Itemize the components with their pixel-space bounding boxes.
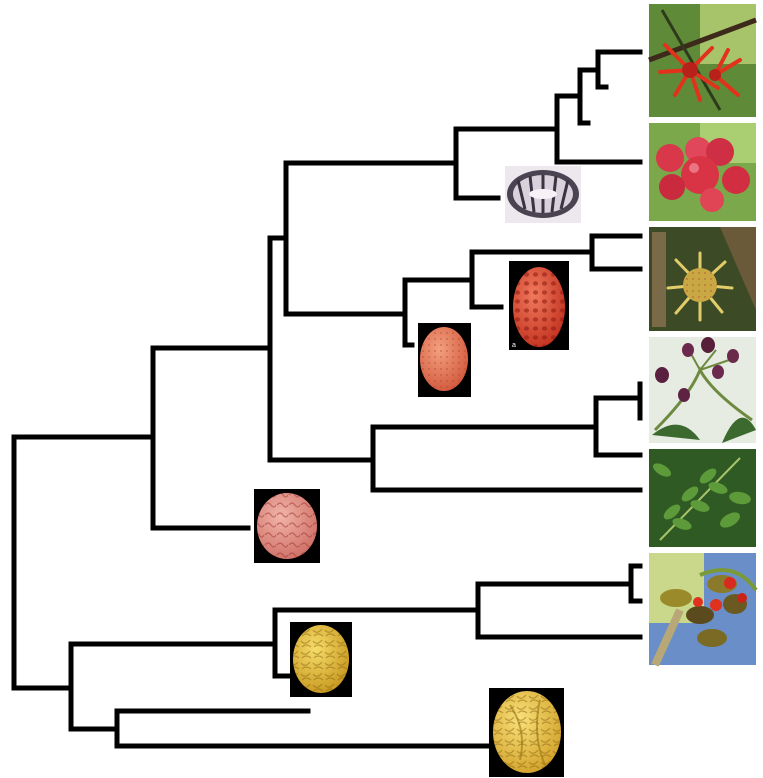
- large-yellow-seed-image: [489, 688, 564, 777]
- orange-seed-image: [418, 323, 471, 397]
- branch-node-557: [557, 96, 640, 162]
- svg-text:a: a: [512, 342, 516, 349]
- red-berries-photo: [646, 120, 758, 224]
- branch-node-596: [596, 398, 640, 455]
- branch-node-592: [592, 236, 640, 269]
- branch-node-478: [478, 584, 640, 637]
- red-seeds-open-pods-photo: [646, 550, 758, 668]
- branch-upper-clade: [153, 348, 270, 528]
- branch-root: [14, 437, 153, 688]
- branch-node-580: [580, 70, 598, 123]
- branch-node-631: [631, 566, 640, 601]
- pink-wrinkled-seed-image: [254, 489, 320, 563]
- pinnate-leaves-photo: [646, 446, 758, 550]
- branch-node-373: [373, 427, 640, 490]
- seed-cross-section-image: [505, 166, 581, 223]
- red-pitted-seed-image: a: [509, 261, 569, 350]
- purple-buds-photo: [646, 334, 758, 446]
- spiky-yellow-fruit-photo: [646, 224, 758, 334]
- branch-lower-clade: [71, 644, 275, 729]
- branch-node-598: [598, 52, 640, 87]
- branch-node-286: [286, 163, 456, 314]
- red-spiky-fruit-cluster-photo: [646, 0, 758, 120]
- branch-node-117: [117, 711, 489, 746]
- yellow-sculpted-seed-image: [290, 622, 352, 697]
